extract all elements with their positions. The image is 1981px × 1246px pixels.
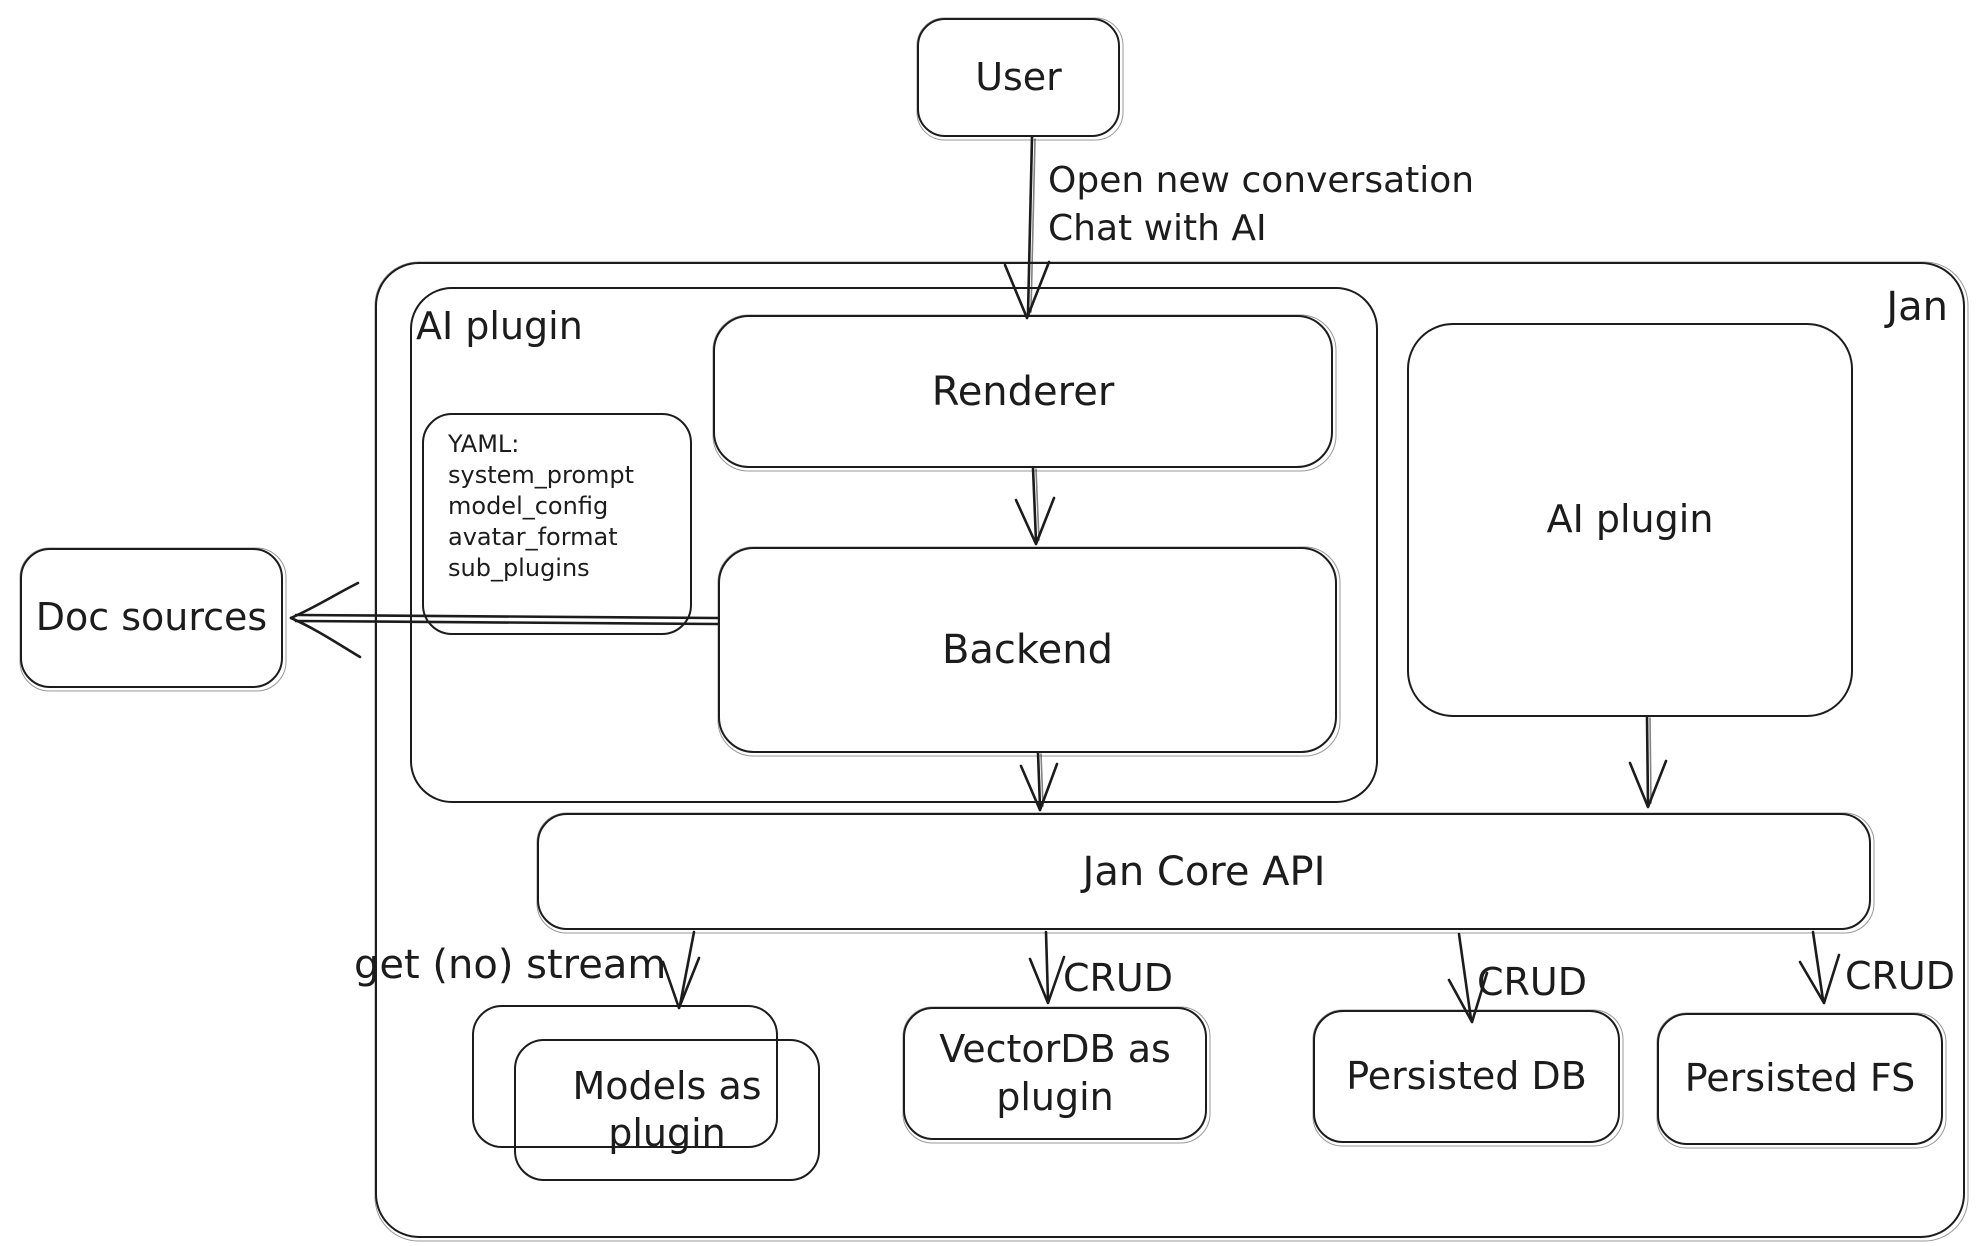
models-as-plugin-outer-box[interactable]	[472, 1005, 778, 1148]
doc-sources-node[interactable]: Doc sources	[20, 548, 283, 688]
doc-sources-label: Doc sources	[35, 595, 268, 640]
vectordb-as-plugin-node[interactable]: VectorDB as plugin	[903, 1007, 1207, 1140]
ai-plugin-right-label: AI plugin	[1546, 497, 1714, 542]
edge-label-crud-persisted-db: CRUD	[1477, 960, 1588, 1004]
ai-plugin-right-node[interactable]: AI plugin	[1407, 323, 1853, 717]
edge-label-chat-with-ai: Chat with AI	[1048, 208, 1267, 249]
ai-plugin-left-label: AI plugin	[416, 304, 583, 348]
edge-label-get-no-stream: get (no) stream	[354, 942, 667, 988]
ai-plugin-left-container[interactable]	[410, 287, 1378, 803]
jan-container-label: Jan	[1886, 284, 1948, 330]
backend-label: Backend	[941, 627, 1114, 673]
edge-label-crud-persisted-fs: CRUD	[1845, 954, 1956, 998]
user-label: User	[975, 54, 1062, 99]
backend-node[interactable]: Backend	[718, 547, 1337, 753]
yaml-line-model-config: model_config	[448, 492, 609, 520]
persisted-db-node[interactable]: Persisted DB	[1313, 1010, 1620, 1143]
vectordb-as-plugin-label: VectorDB as plugin	[939, 1027, 1171, 1119]
models-as-plugin-node[interactable]: Models as plugin	[514, 1039, 820, 1181]
yaml-line-system-prompt: system_prompt	[448, 461, 635, 489]
edge-label-crud-vectordb: CRUD	[1063, 956, 1174, 1000]
jan-core-api-node[interactable]: Jan Core API	[537, 813, 1871, 930]
persisted-fs-label: Persisted FS	[1684, 1056, 1916, 1101]
persisted-fs-node[interactable]: Persisted FS	[1657, 1013, 1943, 1145]
renderer-node[interactable]: Renderer	[713, 315, 1333, 468]
renderer-label: Renderer	[931, 368, 1115, 415]
persisted-db-label: Persisted DB	[1346, 1053, 1587, 1098]
jan-container[interactable]	[375, 262, 1965, 1238]
user-node[interactable]: User	[917, 18, 1120, 137]
edge-label-open-conversation: Open new conversation	[1048, 160, 1475, 201]
yaml-line-sub-plugins: sub_plugins	[448, 554, 590, 582]
yaml-line-avatar-format: avatar_format	[448, 523, 618, 551]
jan-core-api-label: Jan Core API	[1082, 848, 1326, 895]
yaml-note[interactable]: YAML: system_prompt model_config avatar_…	[422, 413, 692, 635]
models-as-plugin-label: Models as plugin	[572, 1063, 762, 1156]
yaml-title: YAML:	[448, 430, 520, 458]
